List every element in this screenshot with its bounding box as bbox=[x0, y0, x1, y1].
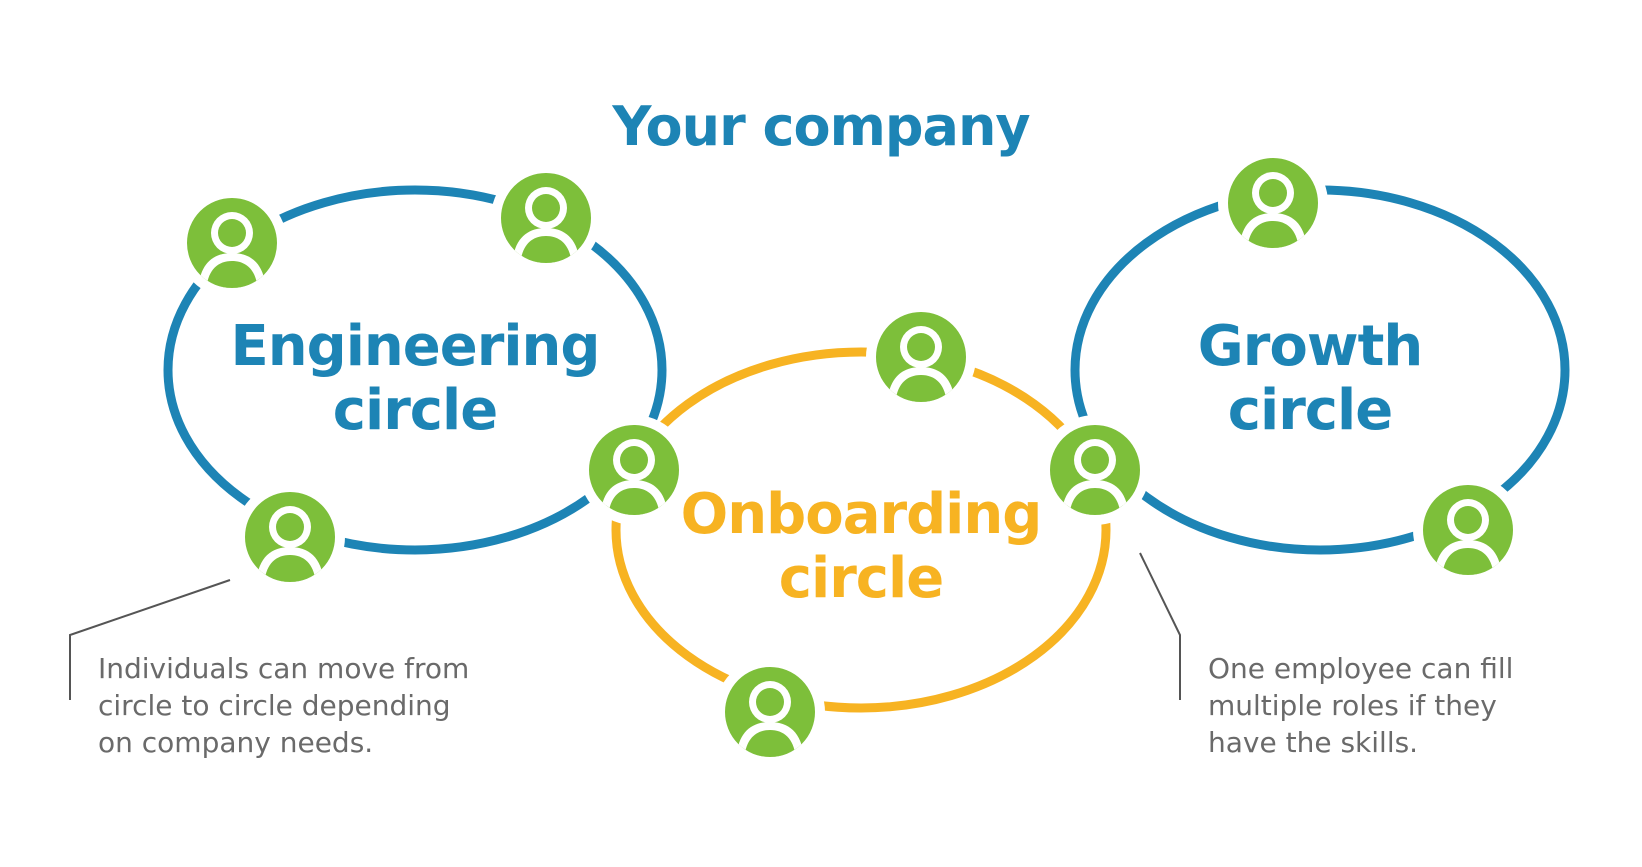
growth-label-line1: Growth bbox=[1197, 314, 1423, 379]
person-icon bbox=[1040, 415, 1150, 525]
person-icon-head bbox=[620, 446, 648, 474]
left-note-line2: circle to circle depending bbox=[98, 689, 451, 722]
person-icon-head bbox=[532, 194, 560, 222]
person-icon-head bbox=[276, 513, 304, 541]
onboarding-circle-ring bbox=[611, 347, 1111, 713]
engineering-label-line1: Engineering bbox=[230, 314, 601, 379]
person-icon bbox=[491, 163, 601, 273]
onboarding-circle-label: Onboarding circle bbox=[661, 483, 1061, 611]
right-note-line3: have the skills. bbox=[1208, 726, 1419, 759]
growth-circle-label: Growth circle bbox=[1110, 315, 1510, 443]
left-callout-line bbox=[69, 579, 231, 700]
engineering-circle-label: Engineering circle bbox=[215, 315, 615, 443]
person-icon bbox=[579, 415, 689, 525]
left-note-line1: Individuals can move from bbox=[98, 652, 470, 685]
onboarding-label-line2: circle bbox=[778, 546, 944, 611]
onboarding-label-line1: Onboarding bbox=[680, 482, 1043, 547]
right-note-line2: multiple roles if they bbox=[1208, 689, 1497, 722]
engineering-label-line2: circle bbox=[332, 378, 498, 443]
person-icon bbox=[177, 188, 287, 298]
diagram-title: Your company bbox=[612, 95, 1030, 158]
person-icon-head bbox=[1081, 446, 1109, 474]
left-note-line3: on company needs. bbox=[98, 726, 374, 759]
person-icon bbox=[715, 657, 825, 767]
person-icon-head bbox=[756, 688, 784, 716]
person-icon-head bbox=[1454, 506, 1482, 534]
person-icon bbox=[866, 302, 976, 412]
person-icon-head bbox=[218, 219, 246, 247]
right-note-line1: One employee can fill bbox=[1208, 652, 1514, 685]
right-note: One employee can fill multiple roles if … bbox=[1208, 650, 1628, 761]
left-note: Individuals can move from circle to circ… bbox=[98, 650, 558, 761]
engineering-circle-ring bbox=[163, 185, 667, 555]
person-icon bbox=[1218, 148, 1328, 258]
growth-label-line2: circle bbox=[1227, 378, 1393, 443]
person-icon bbox=[1413, 475, 1523, 585]
right-callout-line bbox=[1139, 552, 1181, 700]
person-icon-head bbox=[907, 333, 935, 361]
person-icon-head bbox=[1259, 179, 1287, 207]
person-icon bbox=[235, 482, 345, 592]
people-icons bbox=[177, 148, 1523, 767]
